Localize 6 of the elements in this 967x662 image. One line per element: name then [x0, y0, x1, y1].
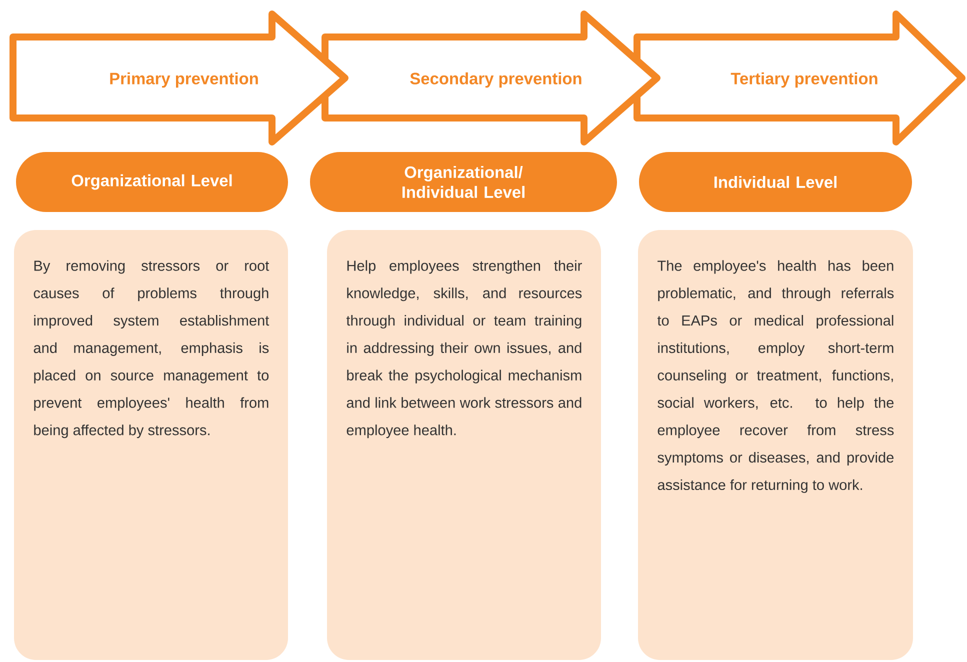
level-pill: Organizational Level — [16, 152, 288, 212]
level-pill: Individual Level — [639, 152, 912, 212]
level-pill: Organizational/ Individual Level — [310, 152, 617, 212]
text-card: Help employees strengthen their knowledge, skills, and resources through individual or team training in addressing their own issues, and break the psychological mechanism and link between work stressors and employee health. — [327, 230, 601, 660]
text-card: By removing stressors or root causes of problems through improved system establishment and management, emphasis is placed on source management to prevent employees' health from being affected by stressors. — [14, 230, 288, 660]
text-card: The employee's health has been problematic, and through referrals to EAPs or medical professional institutions, employ short-term counseling or treatment, functions, social workers, etc. to help the employee recover from stress symptoms or diseases, and provide assistance for returning to work. — [638, 230, 913, 660]
